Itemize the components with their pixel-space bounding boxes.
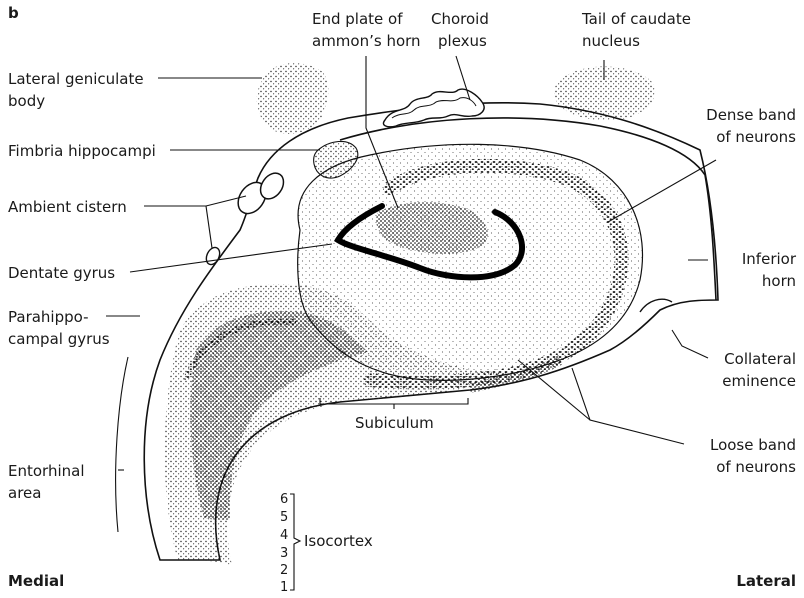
- layer-number-3: 3: [280, 546, 288, 561]
- label-loose-band-line2: of neurons: [716, 458, 796, 476]
- layer-numbers: 6 5 4 3 2 1: [280, 492, 288, 593]
- label-dentate-gyrus: Dentate gyrus: [8, 264, 115, 282]
- label-lateral-geniculate-line2: body: [8, 92, 45, 110]
- layer-number-5: 5: [280, 510, 288, 525]
- collateral-eminence-shape: [640, 299, 672, 312]
- label-entorhinal-line2: area: [8, 484, 41, 502]
- label-entorhinal-line1: Entorhinal: [8, 462, 85, 480]
- label-isocortex: Isocortex: [304, 532, 373, 550]
- label-collateral-eminence-line2: eminence: [722, 372, 796, 390]
- cistern-vessel-3: [204, 245, 222, 266]
- label-collateral-eminence-line1: Collateral: [724, 350, 796, 368]
- label-parahippocampal-line2: campal gyrus: [8, 330, 110, 348]
- orientation-medial: Medial: [8, 572, 64, 590]
- layer-number-6: 6: [280, 492, 288, 507]
- label-dense-band-line2: of neurons: [716, 128, 796, 146]
- layer-number-1: 1: [280, 580, 288, 593]
- label-lateral-geniculate-line1: Lateral geniculate: [8, 70, 144, 88]
- orientation-lateral: Lateral: [736, 572, 796, 590]
- label-tail-caudate-line2: nucleus: [582, 32, 640, 50]
- label-loose-band-line1: Loose band: [710, 436, 796, 454]
- label-subiculum: Subiculum: [355, 414, 434, 432]
- label-inferior-horn-line2: horn: [762, 272, 796, 290]
- anatomy-illustration: [144, 63, 718, 565]
- label-parahippocampal-line1: Parahippo-: [8, 308, 89, 326]
- label-dense-band-line1: Dense band: [706, 106, 796, 124]
- layer-number-4: 4: [280, 528, 288, 543]
- label-inferior-horn-line1: Inferior: [742, 250, 797, 268]
- label-choroid-plexus-line1: Choroid: [431, 10, 489, 28]
- lateral-geniculate-body-shape: [257, 63, 329, 134]
- layer-number-2: 2: [280, 563, 288, 578]
- label-choroid-plexus-line2: plexus: [438, 32, 487, 50]
- panel-letter: b: [8, 4, 19, 22]
- label-fimbria: Fimbria hippocampi: [8, 142, 156, 160]
- label-end-plate-line1: End plate of: [312, 10, 403, 28]
- label-ambient-cistern: Ambient cistern: [8, 198, 127, 216]
- label-end-plate-line2: ammon’s horn: [312, 32, 421, 50]
- label-tail-caudate-line1: Tail of caudate: [581, 10, 691, 28]
